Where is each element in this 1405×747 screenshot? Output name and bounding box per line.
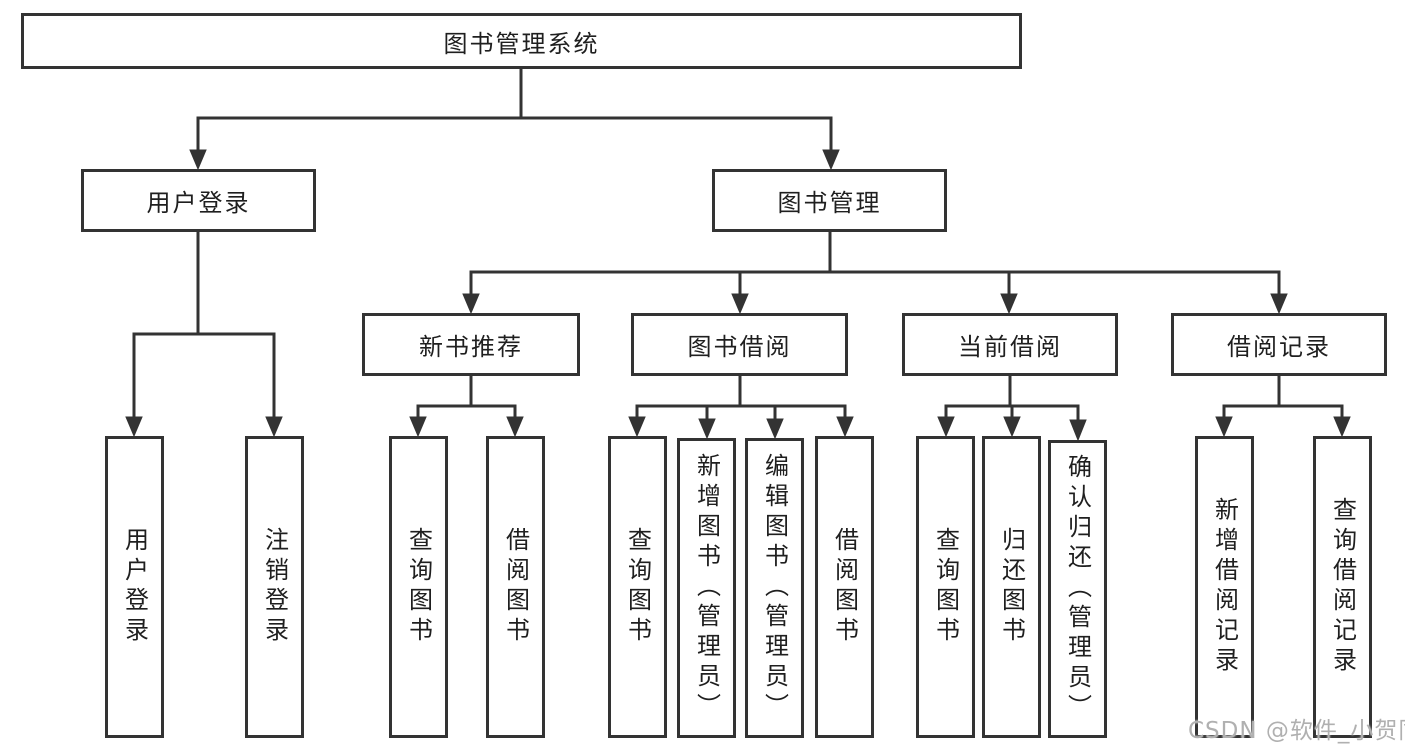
leaf-cb-return-books-label: 归还图书 [997, 527, 1026, 647]
node-user-login: 用户登录 [81, 169, 316, 232]
node-book-borrow-label: 图书借阅 [687, 333, 792, 361]
leaf-user-login: 用户登录 [105, 436, 164, 738]
leaf-logout-label: 注销登录 [260, 527, 289, 647]
node-book-borrow: 图书借阅 [631, 313, 848, 376]
node-book-management: 图书管理 [712, 169, 947, 232]
leaf-br-add-record: 新增借阅记录 [1195, 436, 1254, 738]
node-new-book-recommend: 新书推荐 [362, 313, 580, 376]
node-root-label: 图书管理系统 [443, 29, 600, 58]
leaf-bb-borrow-books-label: 借阅图书 [830, 527, 859, 647]
node-borrow-records: 借阅记录 [1171, 313, 1387, 376]
node-book-management-label: 图书管理 [777, 189, 882, 217]
leaf-bb-add-books: 新增图书（管理员） [677, 438, 736, 738]
leaf-br-query-record-label: 查询借阅记录 [1328, 497, 1357, 677]
node-user-login-label: 用户登录 [146, 189, 251, 217]
watermark-text: CSDN @软件_小贺同学 [1188, 718, 1405, 744]
leaf-bb-edit-books-label: 编辑图书（管理员） [760, 453, 789, 723]
leaf-logout: 注销登录 [245, 436, 304, 738]
leaf-nb-query-books: 查询图书 [389, 436, 448, 738]
leaf-bb-query-books-label: 查询图书 [623, 527, 652, 647]
leaf-bb-borrow-books: 借阅图书 [815, 436, 874, 738]
leaf-br-add-record-label: 新增借阅记录 [1210, 497, 1239, 677]
leaf-nb-query-books-label: 查询图书 [404, 527, 433, 647]
node-current-borrow: 当前借阅 [902, 313, 1118, 376]
leaf-cb-confirm-return-label: 确认归还（管理员） [1063, 454, 1092, 724]
leaf-nb-borrow-books-label: 借阅图书 [501, 527, 530, 647]
leaf-user-login-label: 用户登录 [120, 527, 149, 647]
leaf-cb-query-books: 查询图书 [916, 436, 975, 738]
leaf-br-query-record: 查询借阅记录 [1313, 436, 1372, 738]
leaf-cb-confirm-return: 确认归还（管理员） [1048, 440, 1107, 738]
leaf-bb-add-books-label: 新增图书（管理员） [692, 453, 721, 723]
leaf-cb-query-books-label: 查询图书 [931, 527, 960, 647]
node-current-borrow-label: 当前借阅 [958, 333, 1062, 361]
node-borrow-records-label: 借阅记录 [1227, 333, 1331, 361]
leaf-cb-return-books: 归还图书 [982, 436, 1041, 738]
leaf-bb-query-books: 查询图书 [608, 436, 667, 738]
leaf-nb-borrow-books: 借阅图书 [486, 436, 545, 738]
node-new-book-recommend-label: 新书推荐 [419, 333, 523, 361]
node-root: 图书管理系统 [21, 13, 1022, 69]
leaf-bb-edit-books: 编辑图书（管理员） [745, 438, 804, 738]
